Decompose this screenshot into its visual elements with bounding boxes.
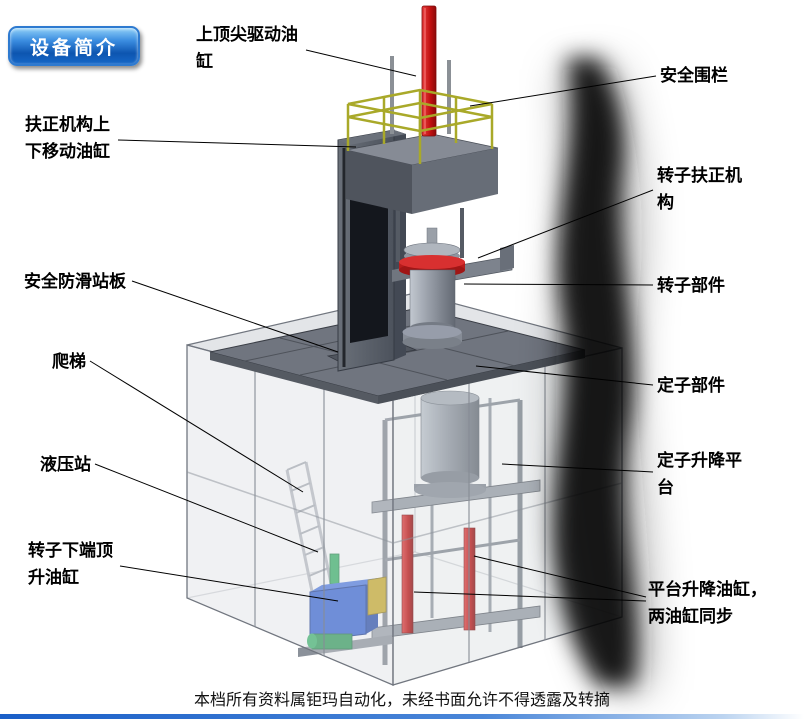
label-platform-lift-cylinders: 平台升降油缸，两油缸同步 xyxy=(648,580,767,627)
safety-railing-shape xyxy=(346,88,494,164)
rotor-assembly-shape xyxy=(392,227,514,349)
label-hydraulic-station: 液压站 xyxy=(40,455,91,475)
leader-lines xyxy=(89,49,657,602)
shadow-artifact xyxy=(553,58,652,690)
label-anti-slip-deck: 安全防滑站板 xyxy=(24,272,126,292)
copyright-footer: 本档所有资料属钜玛自动化，未经书面允许不得透露及转摘 xyxy=(193,690,610,709)
label-ladder: 爬梯 xyxy=(52,352,86,372)
label-centering-lift-cylinder: 扶正机构上下移动油缸 xyxy=(25,115,110,162)
bottom-accent-bar xyxy=(0,714,804,719)
label-stator-lift-platform: 定子升降平台 xyxy=(657,451,742,498)
label-rotor-centering-mechanism: 转子扶正机构 xyxy=(657,166,742,213)
column-and-head xyxy=(326,129,499,372)
label-rotor-bottom-jack-cylinder: 转子下端顶升油缸 xyxy=(28,541,113,588)
title-badge: 设备简介 xyxy=(8,26,140,66)
label-rotor-assembly: 转子部件 xyxy=(657,276,725,296)
label-safety-fence: 安全围栏 xyxy=(660,66,728,86)
label-stator-assembly: 定子部件 xyxy=(657,376,725,396)
label-top-drive-cylinder: 上顶尖驱动油缸 xyxy=(196,25,298,72)
